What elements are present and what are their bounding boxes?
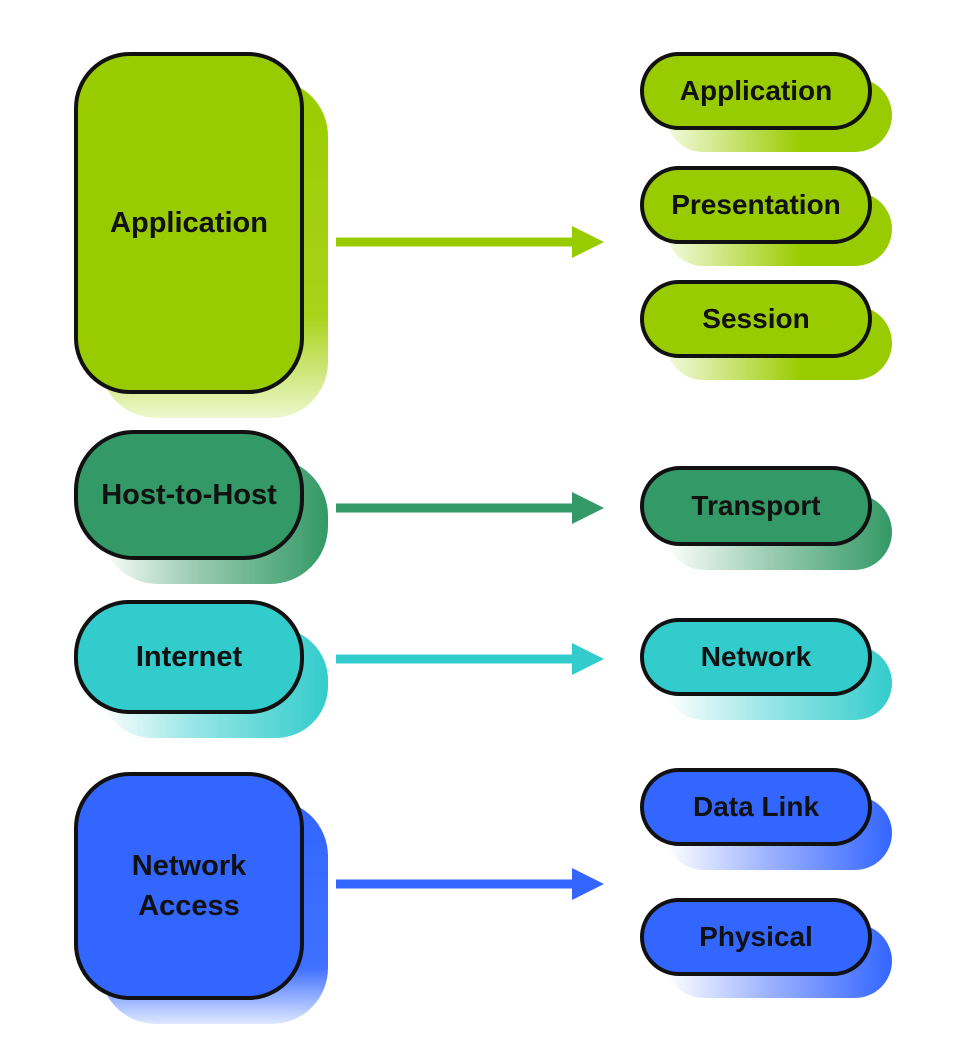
osi-physical-layer: Physical [640,898,872,976]
osi-transport-label: Transport [691,490,821,521]
host-to-host-mapping-arrow [336,492,604,524]
osi-network-layer: Network [640,618,872,696]
osi-application-layer: Application [640,52,872,130]
osi-session-layer: Session [640,280,872,358]
osi-data-link-layer: Data Link [640,768,872,846]
tcpip-network-access-label-line2: Access [138,890,240,922]
internet-mapping-arrow [336,643,604,675]
tcpip-network-access-label-line1: Network [131,850,247,882]
osi-physical-label: Physical [699,921,813,952]
tcpip-application-layer: Application [74,52,304,394]
osi-network-label: Network [700,641,812,672]
osi-data-link-label: Data Link [692,791,820,822]
tcpip-internet-layer: Internet [74,600,304,714]
application-mapping-arrow [336,226,604,258]
osi-transport-layer: Transport [640,466,872,546]
osi-presentation-layer: Presentation [640,166,872,244]
osi-application-label: Application [679,75,833,106]
osi-presentation-label: Presentation [671,189,841,220]
tcpip-network-access-layer: Network Access [74,772,304,1000]
tcpip-host-to-host-label: Host-to-Host [101,479,277,511]
network-access-mapping-arrow [336,868,604,900]
osi-session-label: Session [702,303,810,334]
tcpip-application-label: Application [110,207,268,239]
tcpip-internet-label: Internet [135,641,243,673]
tcpip-host-to-host-layer: Host-to-Host [74,430,304,560]
